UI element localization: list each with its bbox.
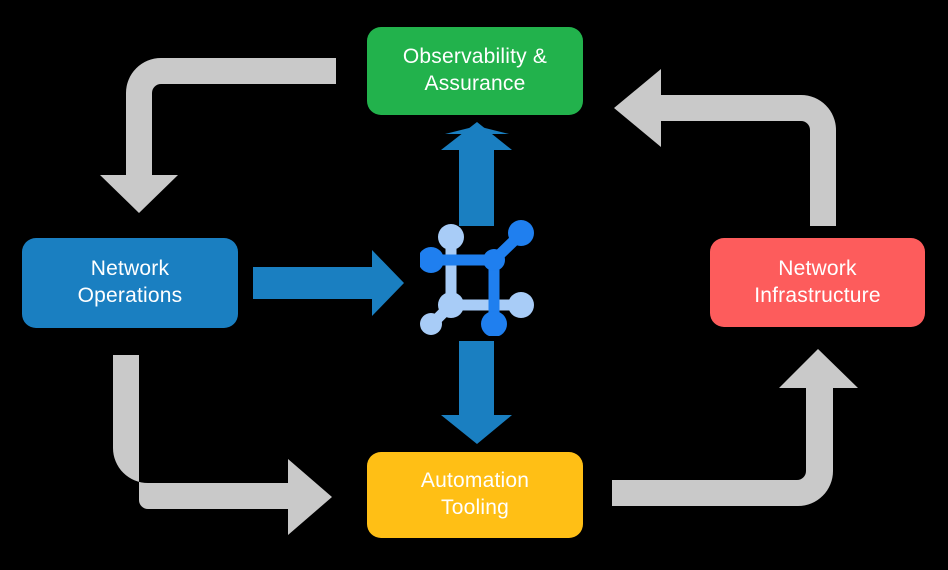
arrow-ops-to-automation xyxy=(113,355,332,535)
node-network-operations[interactable]: Network Operations xyxy=(22,238,238,328)
arrow-automation-to-infrastructure xyxy=(612,349,858,506)
node-observability-assurance[interactable]: Observability & Assurance xyxy=(367,27,583,115)
arrow-center-to-automation xyxy=(441,341,512,444)
network-topology-icon xyxy=(420,220,534,336)
arrow-infrastructure-to-observability xyxy=(614,69,836,226)
topology-dark-nodes xyxy=(420,220,534,336)
node-network-infrastructure[interactable]: Network Infrastructure xyxy=(710,238,925,327)
node-observability-label: Observability & Assurance xyxy=(402,45,548,95)
node-automation-tooling[interactable]: Automation Tooling xyxy=(367,452,583,538)
node-network-operations-label: Network Operations xyxy=(77,257,183,307)
topology-light-nodes xyxy=(420,224,534,335)
arrow-ops-to-center xyxy=(253,250,404,316)
node-network-infrastructure-label: Network Infrastructure xyxy=(754,256,881,307)
node-automation-tooling-label: Automation Tooling xyxy=(420,469,530,519)
arrow-observability-to-ops xyxy=(100,58,336,213)
arrow-center-to-observability xyxy=(441,122,512,226)
